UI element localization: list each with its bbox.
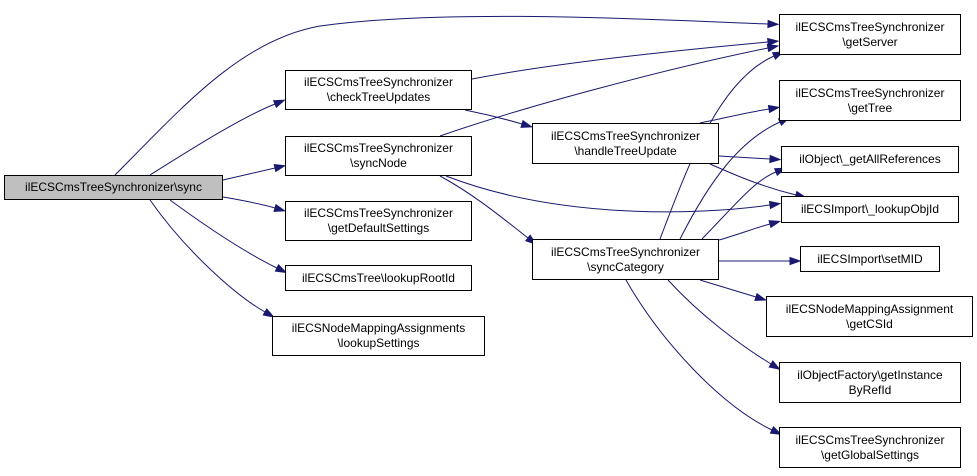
edge-syncNode-to-getServer bbox=[439, 47, 769, 137]
node-label: ilECSCmsTreeSynchronizer bbox=[551, 128, 700, 143]
node-label: ilECSCmsTree\lookupRootId bbox=[302, 270, 455, 285]
edge-arrowhead bbox=[754, 292, 767, 301]
edge-arrowhead bbox=[767, 104, 781, 114]
node-label: ilECSCmsTreeSynchronizer bbox=[795, 19, 945, 34]
edge-handleTreeUpdate-to-getTree bbox=[699, 108, 770, 124]
edge-syncNode-to-syncCategory bbox=[439, 175, 529, 239]
node-label: \getCSId bbox=[846, 316, 893, 331]
node-sync-category[interactable]: ilECSCmsTreeSynchronizer \syncCategory bbox=[532, 239, 719, 280]
edge-arrowhead bbox=[274, 264, 288, 274]
node-label: ilECSCmsTreeSynchronizer\sync bbox=[25, 180, 202, 194]
node-label: \syncNode bbox=[350, 156, 407, 170]
node-label: ilECSCmsTreeSynchronizer bbox=[795, 432, 945, 447]
node-label: \getServer bbox=[842, 34, 898, 49]
node-label: \handleTreeUpdate bbox=[574, 143, 677, 158]
node-label: ilObjectFactory\getInstance bbox=[797, 367, 943, 382]
node-lookup-settings[interactable]: ilECSNodeMappingAssignments \lookupSetti… bbox=[272, 316, 485, 356]
edge-arrowhead bbox=[262, 308, 275, 318]
edge-arrowhead bbox=[767, 37, 780, 47]
edge-sync-to-checkTreeUpdates bbox=[149, 103, 276, 176]
node-label: ilECSNodeMappingAssignment bbox=[785, 301, 954, 316]
edge-syncCategory-to-getTree bbox=[679, 121, 781, 240]
edge-arrowhead bbox=[768, 200, 782, 210]
node-label: \syncCategory bbox=[587, 259, 664, 274]
node-label: \getDefaultSettings bbox=[327, 221, 430, 235]
edge-arrowhead bbox=[520, 119, 534, 128]
node-get-default-settings[interactable]: ilECSCmsTreeSynchronizer \getDefaultSett… bbox=[285, 201, 472, 241]
edge-arrowhead bbox=[767, 19, 780, 29]
edge-arrowhead bbox=[768, 360, 781, 371]
node-check-tree-updates[interactable]: ilECSCmsTreeSynchronizer \checkTreeUpdat… bbox=[285, 70, 472, 110]
edge-arrowhead bbox=[272, 99, 286, 109]
node-label: ilECSNodeMappingAssignments bbox=[291, 321, 466, 335]
edge-sync-to-getDefaultSettings bbox=[222, 196, 276, 209]
edge-checkTreeUpdates-to-getServer bbox=[471, 41, 769, 80]
node-label: ByRefId bbox=[848, 382, 892, 397]
node-get-instance-by-ref-id[interactable]: ilObjectFactory\getInstance ByRefId bbox=[779, 362, 961, 403]
node-lookup-root-id[interactable]: ilECSCmsTree\lookupRootId bbox=[285, 265, 472, 291]
edge-syncCategory-to-lookupObjId bbox=[718, 223, 771, 241]
node-label: \getGlobalSettings bbox=[820, 447, 920, 462]
edge-checkTreeUpdates-to-handleTreeUpdate bbox=[464, 109, 523, 125]
edge-arrowhead bbox=[789, 256, 802, 266]
node-sync[interactable]: ilECSCmsTreeSynchronizer\sync bbox=[4, 175, 223, 200]
edge-syncCategory-to-getAllReferences bbox=[701, 171, 777, 240]
edge-arrowhead bbox=[768, 220, 782, 229]
edge-syncCategory-to-getCSId bbox=[699, 279, 757, 298]
node-lookup-obj-id[interactable]: ilECSImport\_lookupObjId bbox=[781, 196, 959, 223]
edge-arrowhead bbox=[769, 426, 783, 436]
node-get-server[interactable]: ilECSCmsTreeSynchronizer \getServer bbox=[779, 14, 961, 55]
edge-handleTreeUpdate-to-getAllReferences bbox=[718, 155, 771, 160]
node-set-mid[interactable]: ilECSImport\setMID bbox=[800, 246, 940, 272]
edge-syncNode-to-lookupObjId bbox=[445, 175, 771, 213]
node-sync-node[interactable]: ilECSCmsTreeSynchronizer \syncNode bbox=[285, 136, 472, 176]
edge-arrowhead bbox=[273, 164, 287, 173]
node-get-cs-id[interactable]: ilECSNodeMappingAssignment \getCSId bbox=[766, 296, 973, 337]
edge-arrowhead bbox=[766, 43, 780, 53]
node-label: ilECSImport\_lookupObjId bbox=[800, 202, 940, 216]
node-get-tree[interactable]: ilECSCmsTreeSynchronizer \getTree bbox=[779, 80, 961, 121]
node-label: ilECSCmsTreeSynchronizer bbox=[304, 141, 453, 155]
edge-sync-to-syncNode bbox=[222, 167, 276, 181]
node-label: \getTree bbox=[847, 100, 893, 115]
node-get-all-references[interactable]: ilObject\_getAllReferences bbox=[781, 146, 959, 173]
edge-arrowhead bbox=[273, 203, 287, 212]
edge-sync-to-getServer bbox=[114, 15, 769, 176]
node-get-global-settings[interactable]: ilECSCmsTreeSynchronizer \getGlobalSetti… bbox=[779, 427, 961, 468]
node-label: ilECSCmsTreeSynchronizer bbox=[795, 85, 945, 100]
node-label: ilECSCmsTreeSynchronizer bbox=[304, 75, 453, 89]
edge-arrowhead bbox=[769, 154, 782, 164]
node-label: \checkTreeUpdates bbox=[326, 90, 431, 104]
node-label: ilECSCmsTreeSynchronizer bbox=[551, 244, 700, 259]
edge-syncCategory-to-getInstanceByRefId bbox=[667, 279, 772, 365]
node-label: ilECSImport\setMID bbox=[817, 251, 923, 266]
edge-syncCategory-to-getGlobalSettings bbox=[625, 279, 773, 431]
node-label: \lookupSettings bbox=[337, 336, 420, 350]
edge-sync-to-lookupSettings bbox=[149, 199, 266, 313]
node-label: ilECSCmsTreeSynchronizer bbox=[304, 206, 453, 220]
edge-sync-to-lookupRootId bbox=[169, 199, 278, 269]
node-label: ilObject\_getAllReferences bbox=[799, 152, 941, 166]
node-handle-tree-update[interactable]: ilECSCmsTreeSynchronizer \handleTreeUpda… bbox=[532, 123, 719, 164]
edge-handleTreeUpdate-to-lookupObjId bbox=[709, 163, 797, 196]
